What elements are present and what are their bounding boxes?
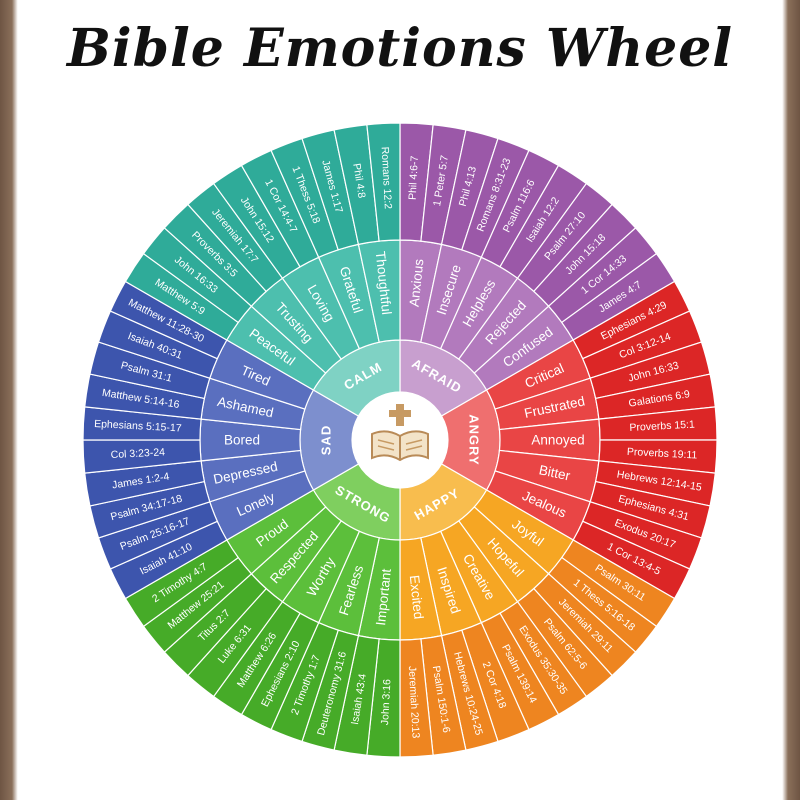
emotion-label-bored: Bored (224, 433, 260, 448)
verse-label-ephesians-5-15-17: Ephesians 5:15-17 (94, 418, 182, 435)
emotion-label-thoughtful: Thoughtful (373, 250, 395, 315)
verse-label-col-3-23-24: Col 3:23-24 (110, 446, 165, 461)
core-label-angry: ANGRY (467, 414, 482, 465)
verse-label-phil-4-8: Phil 4:8 (350, 162, 367, 199)
emotion-label-important: Important (373, 568, 394, 627)
emotion-label-annoyed: Annoyed (531, 433, 584, 448)
verse-label-proverbs-19-11: Proverbs 19:11 (627, 446, 698, 462)
verse-label-jeremiah-20-13: Jeremiah 20:13 (406, 666, 422, 739)
verse-label-john-3-16: John 3:16 (379, 679, 393, 726)
verse-label-proverbs-15-1: Proverbs 15:1 (629, 419, 695, 434)
open-bible-cross-icon (371, 404, 429, 462)
emotion-label-excited: Excited (407, 574, 427, 620)
verse-label-phil-4-6-7: Phil 4:6-7 (407, 155, 421, 200)
verse-segment-romans-12-2 (366, 122, 401, 242)
verse-label-romans-12-2: Romans 12:2 (379, 146, 394, 209)
page-title: Bible Emotions Wheel (66, 18, 734, 79)
core-label-sad: SAD (319, 425, 334, 455)
emotion-label-bitter: Bitter (538, 462, 572, 483)
emotion-label-anxious: Anxious (407, 258, 427, 308)
